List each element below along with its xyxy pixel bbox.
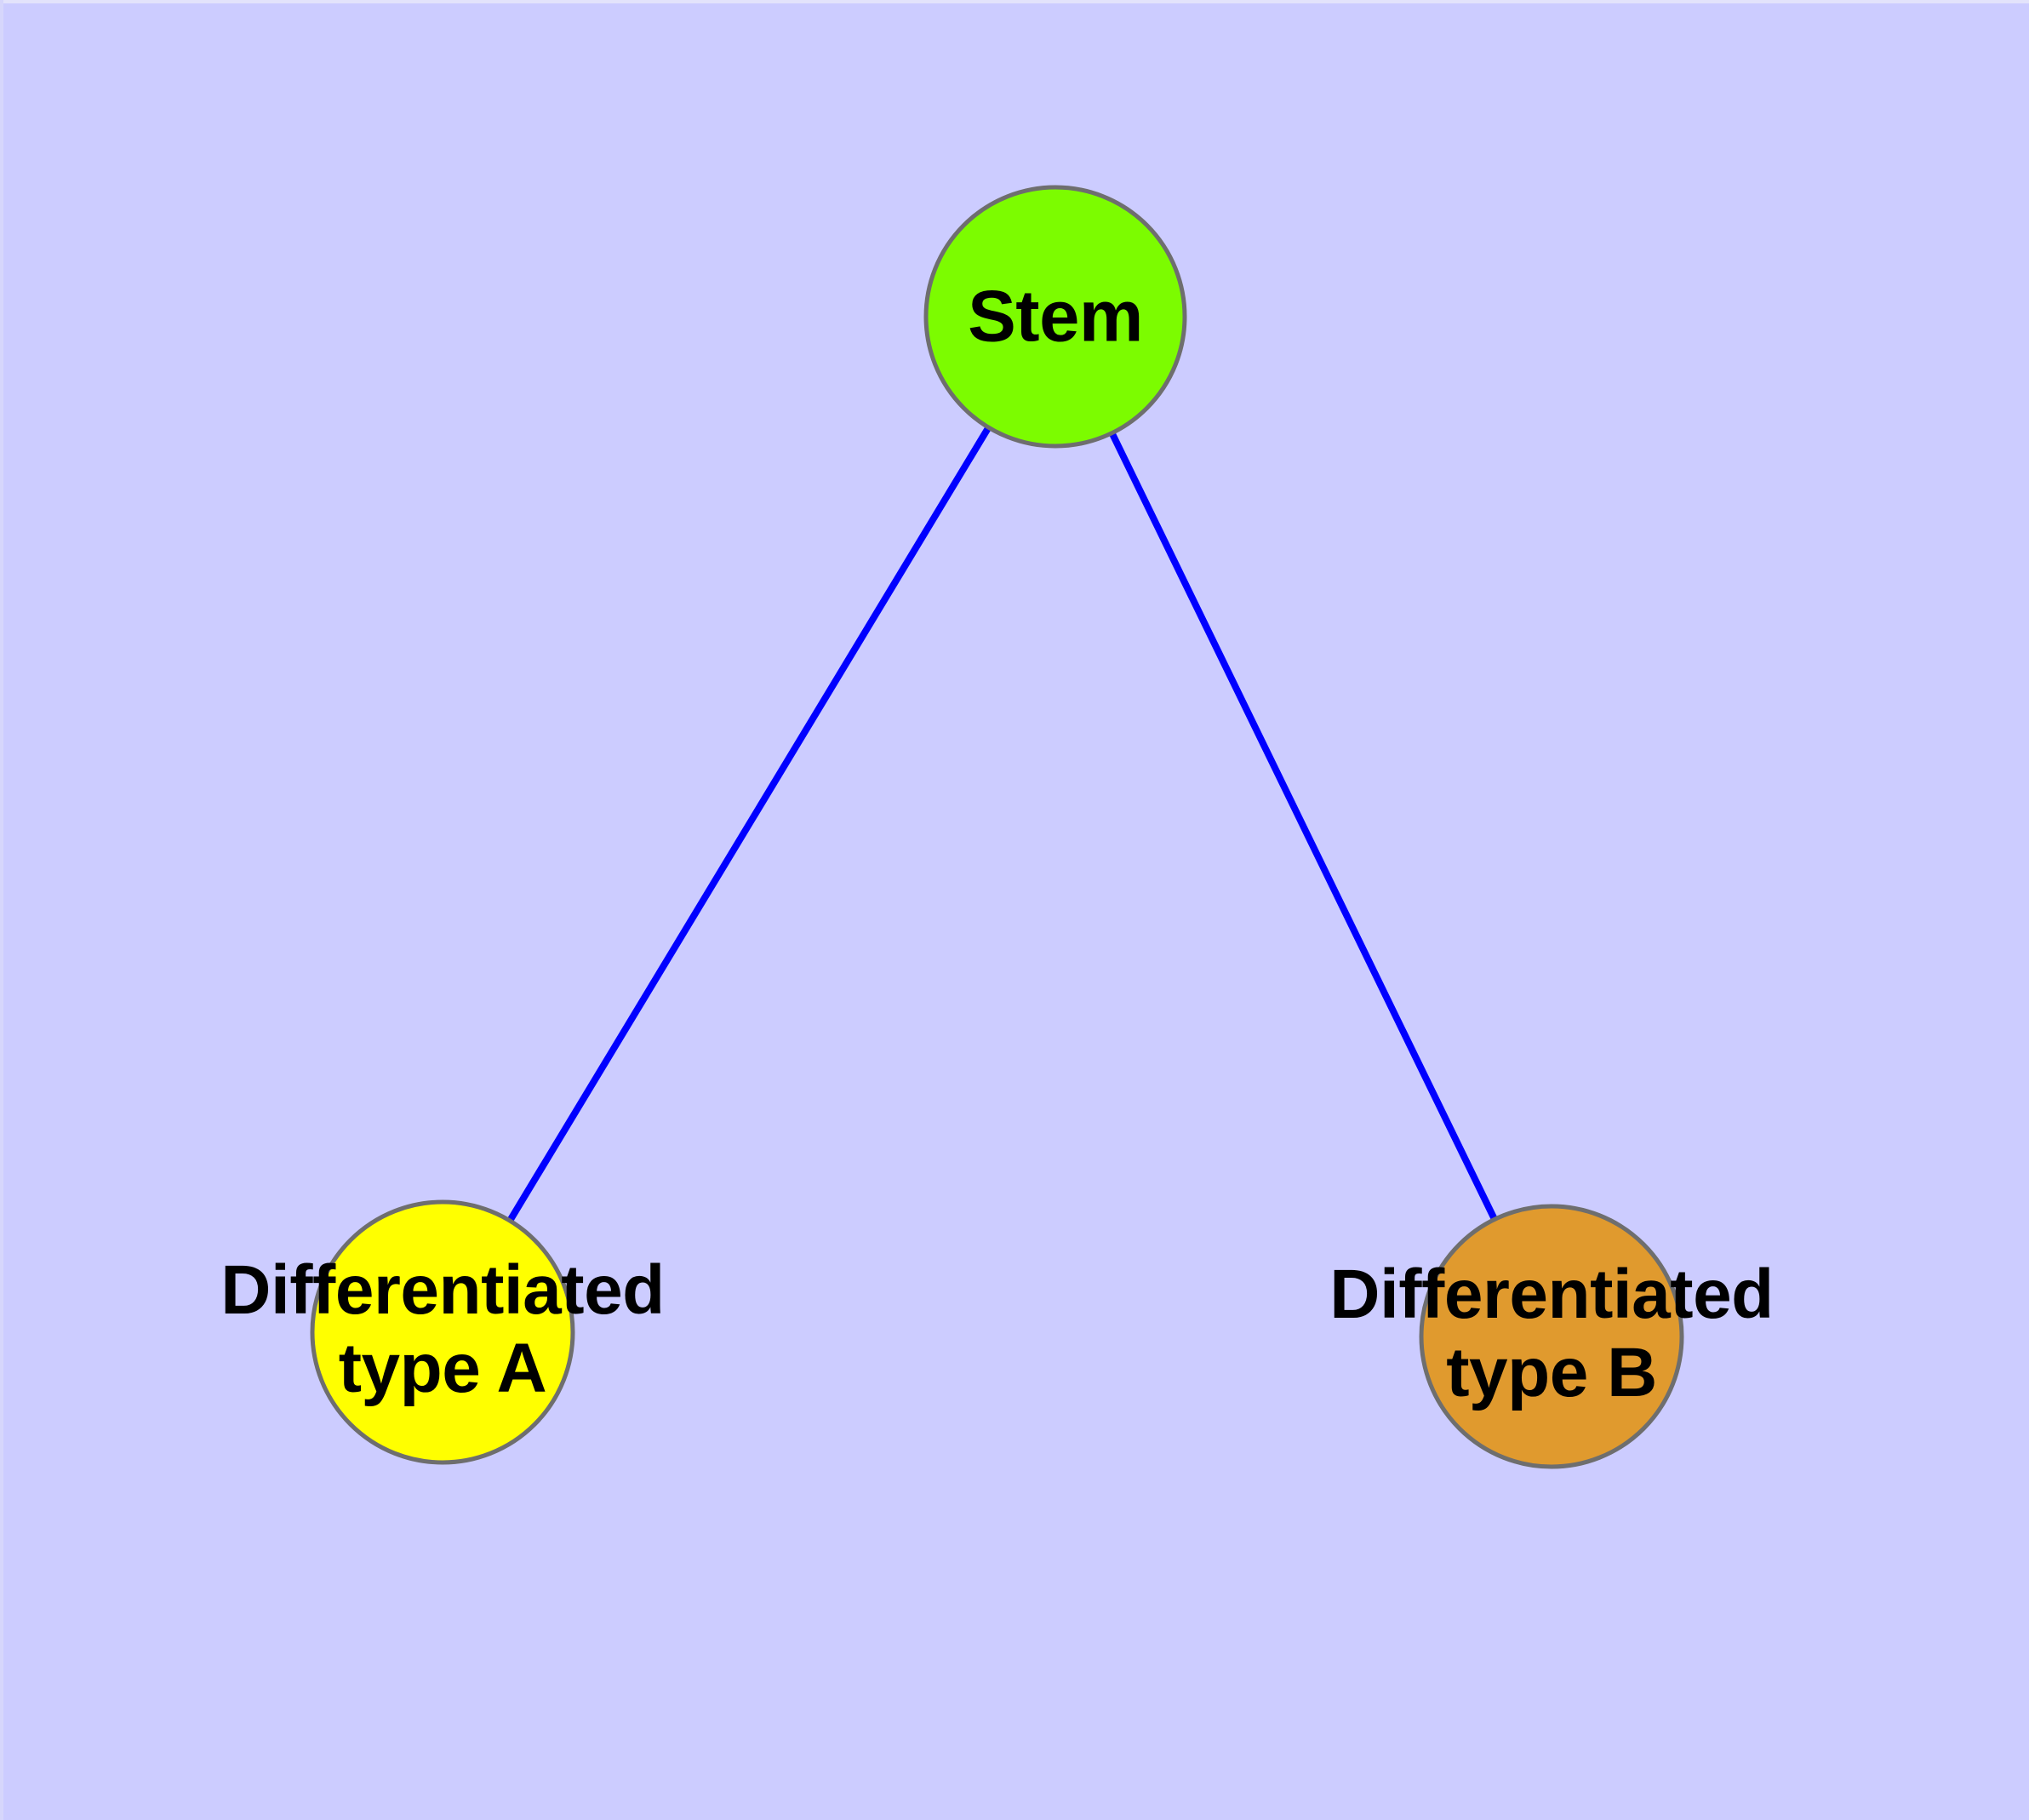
edge-layer (506, 426, 1498, 1223)
node-stem[interactable] (923, 185, 1187, 449)
edge-stem-to-differentiated-type-a[interactable] (506, 426, 992, 1223)
node-layer (310, 185, 1684, 1469)
edge-stem-to-differentiated-type-b[interactable] (1108, 431, 1498, 1222)
canvas-top-edge (0, 0, 2029, 3)
node-differentiated-type-b[interactable] (1419, 1204, 1684, 1469)
node-differentiated-type-a[interactable] (310, 1199, 575, 1465)
canvas-left-edge (0, 0, 3, 1820)
